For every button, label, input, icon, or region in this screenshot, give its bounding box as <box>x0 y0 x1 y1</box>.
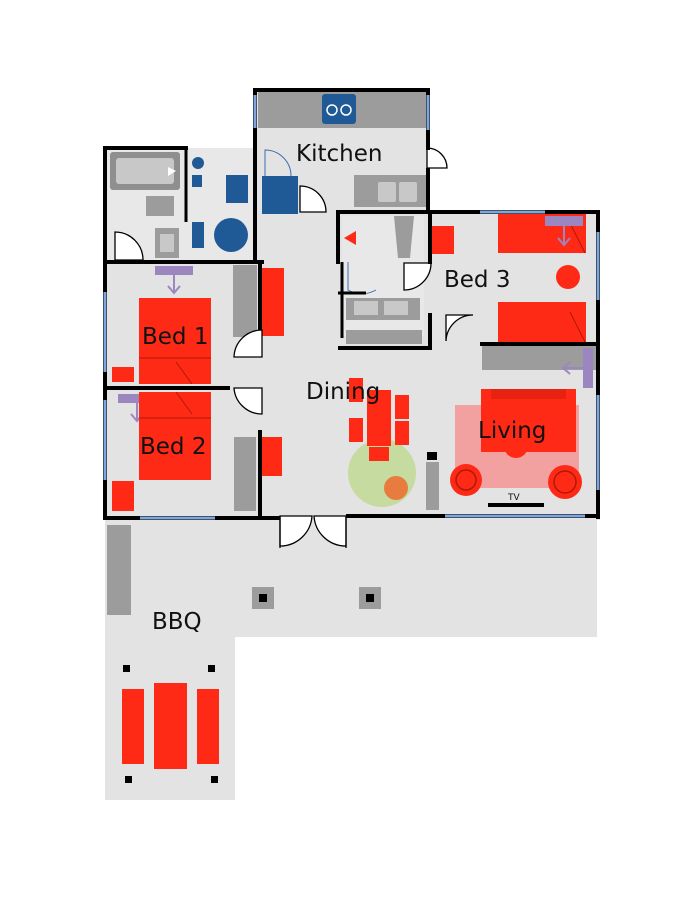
sink-left <box>378 182 396 202</box>
bed-3-bottom <box>498 302 586 342</box>
fridge <box>262 176 298 214</box>
post-icon <box>211 776 218 783</box>
room-label-dining: Dining <box>306 379 380 405</box>
room-label-bed-2: Bed 2 <box>140 434 206 460</box>
arrow-down-icon <box>557 226 571 247</box>
hot-water-icon <box>344 231 356 245</box>
pantry-shelf <box>346 330 422 344</box>
pantry-unit <box>394 216 414 258</box>
hall-cabinet <box>262 437 282 476</box>
wardrobe-living <box>583 348 593 388</box>
kitchen: Kitchen <box>258 92 448 214</box>
bed-1 <box>139 298 211 384</box>
outdoor-table <box>154 683 187 769</box>
room-label-living: Living <box>478 418 546 444</box>
windows <box>103 95 600 520</box>
bedroom-1: Bed 1 <box>112 265 257 385</box>
bedside-table <box>112 481 134 511</box>
patio-floor <box>105 520 597 637</box>
dining-chair <box>349 418 363 442</box>
arrow-down-icon <box>167 275 181 295</box>
dining-chair <box>349 378 363 402</box>
side-unit <box>426 462 439 510</box>
armchair <box>450 464 482 496</box>
laundry-tap <box>192 222 204 248</box>
tv-unit <box>488 503 544 507</box>
bedroom-3: Bed 3 <box>432 213 586 343</box>
dining: Dining <box>262 268 416 507</box>
front-door <box>279 515 313 547</box>
tv-label: TV <box>507 493 520 503</box>
bed-2 <box>139 392 211 480</box>
bedside-table <box>112 367 134 382</box>
burner-icon <box>340 104 352 116</box>
tap-small-icon <box>192 175 202 187</box>
toilet <box>146 196 174 216</box>
lamp-icon <box>556 265 580 289</box>
post-icon <box>125 776 132 783</box>
bathroom <box>106 148 256 261</box>
desk-bed1 <box>233 265 257 337</box>
wardrobe-bed1 <box>155 266 193 275</box>
pantry <box>338 216 432 344</box>
armchair <box>548 465 582 499</box>
room-label-bbq: BBQ <box>152 609 202 635</box>
patio-bench <box>107 525 131 615</box>
doors <box>233 329 347 548</box>
speaker-icon <box>427 452 437 460</box>
desk-bed2 <box>234 437 256 511</box>
living-shelf <box>482 346 596 370</box>
sink-right <box>399 182 417 202</box>
wardrobe-bed2 <box>118 394 158 403</box>
sofa <box>481 389 576 452</box>
arrow-left-icon <box>561 361 583 375</box>
basin-small-icon <box>192 157 204 169</box>
cooktop <box>322 94 356 124</box>
hall-cabinet <box>262 268 284 336</box>
room-label-bed-1: Bed 1 <box>142 324 208 350</box>
bbq-area <box>122 665 219 783</box>
wardrobe-bed3 <box>545 216 583 226</box>
bedroom-2: Bed 2 <box>112 391 256 511</box>
room-label-kitchen: Kitchen <box>296 141 382 167</box>
washing-machine <box>214 218 248 252</box>
dining-chair <box>395 421 409 445</box>
living: TV Living <box>426 346 596 510</box>
front-door <box>313 515 347 547</box>
outdoor-bench <box>197 689 219 764</box>
dining-chair <box>395 395 409 419</box>
plant-icon <box>384 476 408 500</box>
post-icon <box>208 665 215 672</box>
post-icon <box>123 665 130 672</box>
dining-table <box>367 390 391 446</box>
laundry-tub <box>226 175 248 203</box>
dining-chair <box>369 447 389 461</box>
tap-icon <box>168 167 176 176</box>
coffee-table <box>504 434 528 458</box>
patio: BBQ <box>107 525 381 635</box>
bedside-table <box>432 226 454 254</box>
burner-icon <box>326 104 338 116</box>
outdoor-bench <box>122 689 144 764</box>
room-label-bed-3: Bed 3 <box>444 267 510 293</box>
